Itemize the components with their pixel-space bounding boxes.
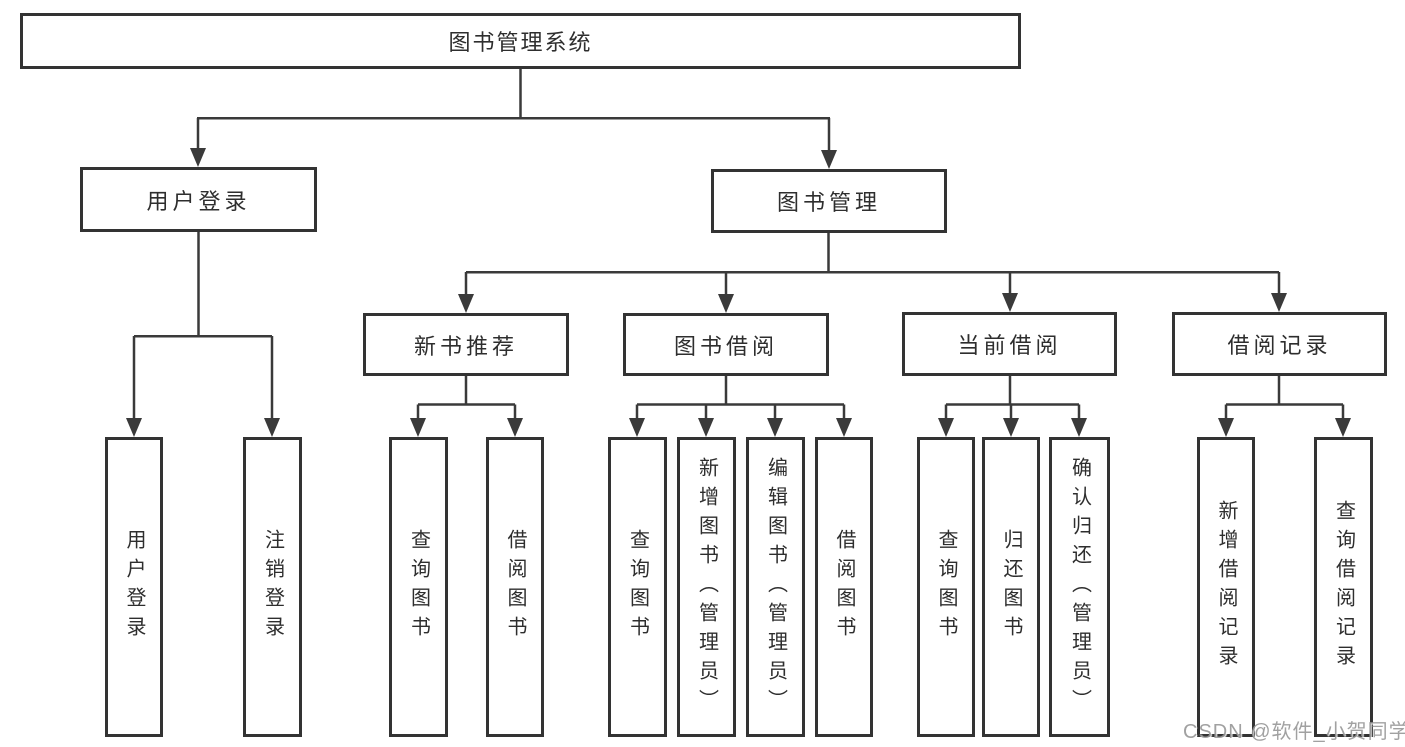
leaf-query-borrow-record: 查询借阅记录 xyxy=(1314,437,1373,737)
leaf-user-login: 用户登录 xyxy=(105,437,163,737)
leaf-add-book-admin: 新增图书（管理员） xyxy=(677,437,736,737)
node-book-borrow: 图书借阅 xyxy=(623,313,829,376)
csdn-watermark: CSDN @软件_小贺同学 xyxy=(1183,721,1405,743)
leaf-add-borrow-record: 新增借阅记录 xyxy=(1197,437,1255,737)
leaf-borrow-book: 借阅图书 xyxy=(815,437,873,737)
node-library-management-system: 图书管理系统 xyxy=(20,13,1021,69)
leaf-edit-book-admin: 编辑图书（管理员） xyxy=(746,437,805,737)
node-borrow-records: 借阅记录 xyxy=(1172,312,1387,376)
node-new-book-recommend: 新书推荐 xyxy=(363,313,569,376)
leaf-logout: 注销登录 xyxy=(243,437,302,737)
leaf-borrow-book-recommend: 借阅图书 xyxy=(486,437,544,737)
leaf-query-book-current: 查询图书 xyxy=(917,437,975,737)
node-current-borrow: 当前借阅 xyxy=(902,312,1117,376)
leaf-return-book: 归还图书 xyxy=(982,437,1040,737)
leaf-query-book-recommend: 查询图书 xyxy=(389,437,448,737)
leaf-confirm-return-admin: 确认归还（管理员） xyxy=(1049,437,1110,737)
node-user-login: 用户登录 xyxy=(80,167,317,232)
node-book-management: 图书管理 xyxy=(711,169,947,233)
leaf-query-book-borrow: 查询图书 xyxy=(608,437,667,737)
